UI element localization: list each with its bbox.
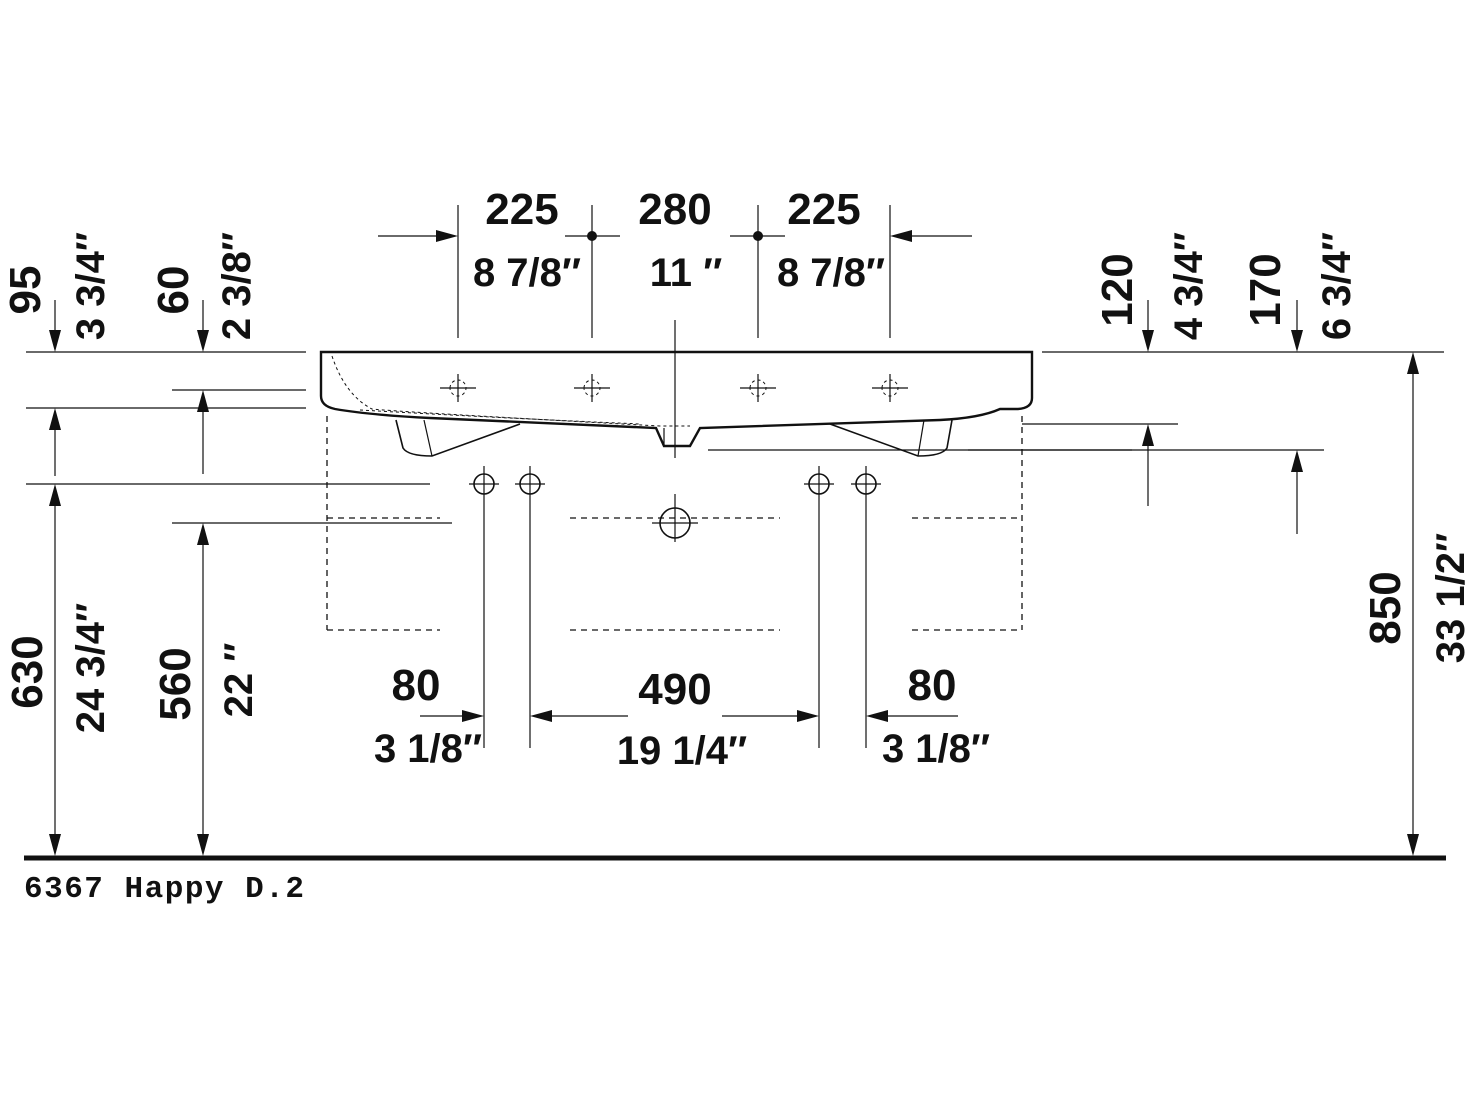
top-center-mm: 280 (638, 185, 711, 234)
top-right-mm: 225 (787, 185, 860, 234)
left-rim-in: 2 3/8″ (215, 232, 259, 340)
left-depth-in: 3 3/4″ (69, 232, 113, 340)
tap-hole-2 (574, 374, 610, 402)
left-height-b-in: 22 ″ (217, 643, 261, 718)
tap-hole-marks (440, 374, 908, 402)
bottom-left-in: 3 1/8″ (374, 727, 482, 771)
right-b-in: 6 3/4″ (1315, 232, 1359, 340)
left-depth-mm: 95 (1, 266, 50, 315)
right-total-mm: 850 (1361, 571, 1410, 644)
top-left-mm: 225 (485, 185, 558, 234)
bottom-right-mm: 80 (908, 661, 957, 710)
supply-connections (469, 466, 881, 748)
bottom-right-in: 3 1/8″ (882, 727, 990, 771)
left-height-a-in: 24 3/4″ (69, 603, 113, 733)
model-caption: 6367 Happy D.2 (24, 872, 306, 907)
bottom-left-mm: 80 (392, 661, 441, 710)
left-height-a-mm: 630 (3, 635, 52, 708)
drain-outlet (652, 494, 698, 542)
left-height-b-mm: 560 (151, 647, 200, 720)
right-a-in: 4 3/4″ (1167, 232, 1211, 340)
right-total-in: 33 1/2″ (1429, 533, 1469, 663)
top-left-in: 8 7/8″ (473, 251, 581, 295)
tap-hole-4 (872, 374, 908, 402)
bottom-center-in: 19 1/4″ (617, 729, 747, 773)
tap-hole-1 (440, 374, 476, 402)
top-center-in: 11 ″ (650, 251, 723, 295)
extension-lines (26, 205, 1444, 524)
tap-hole-3 (740, 374, 776, 402)
left-rim-mm: 60 (149, 266, 198, 315)
top-right-in: 8 7/8″ (777, 251, 885, 295)
right-b-mm: 170 (1241, 253, 1290, 326)
dimension-lines (49, 230, 1419, 856)
right-a-mm: 120 (1093, 253, 1142, 326)
bottom-center-mm: 490 (638, 665, 711, 714)
basin-outline (319, 350, 1034, 457)
